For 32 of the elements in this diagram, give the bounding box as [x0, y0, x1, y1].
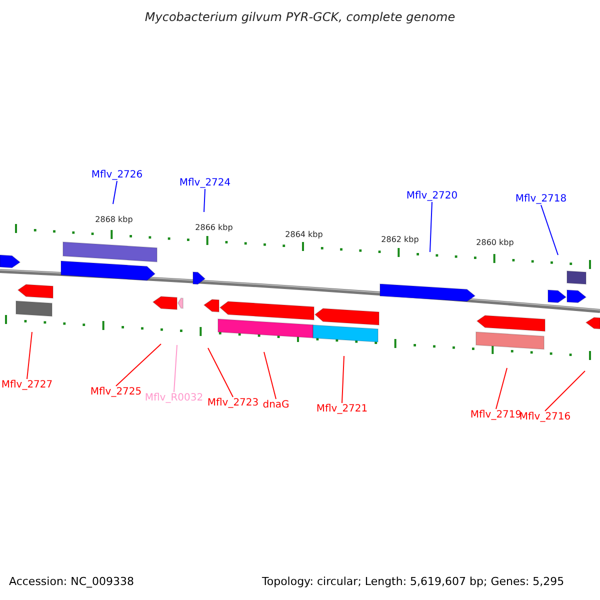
leader-line: [112, 180, 118, 204]
leader-line: [430, 202, 432, 252]
gene-label: Mflv_2716: [519, 412, 571, 422]
leader-line: [540, 204, 558, 256]
title: Mycobacterium gilvum PYR-GCK, complete genome: [144, 10, 456, 24]
gene-label: Mflv_R0032: [144, 392, 204, 404]
gene-label: Mflv_2723: [207, 398, 259, 408]
genome-stats-text: Topology: circular; Length: 5,619,607 bp; Genes: 5,295: [262, 575, 564, 588]
accession-text: Accession: NC_009338: [9, 575, 134, 588]
scale-label: 2868 kbp: [95, 215, 133, 225]
gene-label: Mflv_2719: [470, 410, 522, 420]
gene-label: Mflv_2724: [179, 178, 231, 188]
gene-label: Mflv_2727: [1, 380, 53, 390]
leader-line: [496, 368, 508, 410]
gene-label: Mflv_2720: [406, 190, 458, 202]
leader-line: [174, 344, 178, 392]
leader-line: [342, 356, 344, 404]
leader-line: [264, 352, 276, 400]
leader-line: [544, 370, 586, 412]
scale-label: 2866 kbp: [195, 223, 233, 233]
leader-line: [204, 188, 206, 212]
gene-label: Mflv_2726: [91, 170, 143, 180]
gene-label: Mflv_2721: [316, 404, 368, 414]
scale-label: 2860 kbp: [476, 238, 514, 248]
leader-line: [26, 332, 32, 380]
gene-label: dnaG: [262, 400, 290, 410]
leader-line: [208, 348, 234, 398]
leader-line: [116, 344, 162, 386]
scale-label: 2862 kbp: [381, 235, 419, 245]
gene-label: Mflv_2725: [90, 386, 142, 398]
scale-label: 2864 kbp: [285, 230, 323, 240]
gene-label: Mflv_2718: [515, 194, 567, 204]
